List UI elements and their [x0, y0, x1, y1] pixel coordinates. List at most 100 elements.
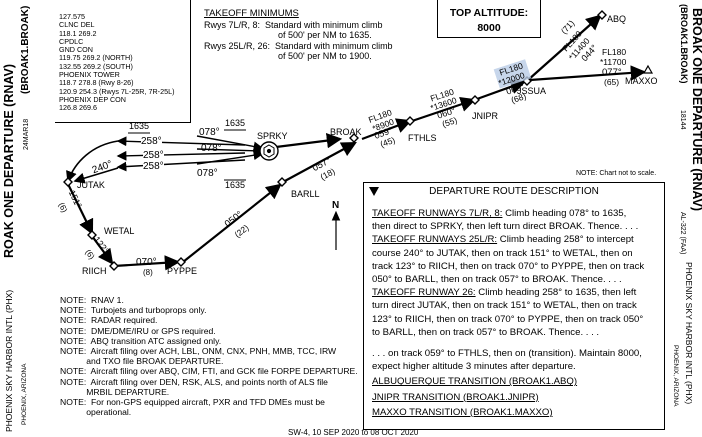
note-line: NOTE: For non-GPS equipped aircraft, PXR… — [60, 397, 325, 408]
takeoff-minimums: TAKEOFF MINIMUMS Rwys 7L/R, 8: Standard … — [204, 8, 393, 62]
runway-7-heading: TAKEOFF RUNWAYS 7L/R, 8: — [372, 208, 503, 219]
description-title: DEPARTURE ROUTE DESCRIPTION — [429, 186, 599, 197]
abq-fix-icon — [597, 10, 607, 20]
course-label: 070° — [136, 257, 157, 268]
note-line: NOTE: RNAV 1. — [60, 295, 124, 305]
highlight-fl12000 — [493, 59, 532, 89]
desc-text: track 123° to RIICH, then on track 070° … — [372, 260, 645, 272]
fix-label-pyppe: PYPPE — [167, 266, 198, 276]
fix-label-riich: RIICH — [82, 266, 107, 276]
distance-label: (8) — [143, 268, 153, 277]
top-altitude-box: TOP ALTITUDE: 8000 — [437, 0, 541, 38]
heading-label: 078° — [197, 168, 218, 179]
freq-line: 126.8 269.6 — [59, 103, 97, 113]
takeoff-minimums-line: of 500' per NM to 1900. — [278, 51, 372, 62]
heading-label: 078° — [201, 143, 222, 154]
freq-line: 127.575 — [59, 12, 85, 21]
desc-text: expect higher altitude 3 minutes after d… — [372, 361, 576, 373]
right-city: PHOENIX, ARIZONA — [672, 345, 679, 407]
jutak-fix-icon — [63, 177, 73, 187]
top-altitude-value: 8000 — [477, 22, 501, 34]
runway-26-heading: TAKEOFF RUNWAY 26: — [372, 287, 476, 299]
freq-line: CLNC DEL — [59, 20, 95, 30]
freq-line: 119.75 269.2 (NORTH) — [59, 53, 133, 63]
altitude-label: FL180 — [602, 47, 627, 57]
transition-abq: ALBUQUERQUE TRANSITION (BROAK1.ABQ) — [372, 376, 578, 388]
note-line: NOTE: RADAR required. — [60, 315, 158, 326]
desc-text: Climb heading 258° to 1635, then left — [475, 287, 637, 299]
frequency-list: 127.575 CLNC DEL 118.1 269.2 CPDLC GND C… — [55, 0, 190, 113]
altitude-label: 1635 — [225, 180, 246, 190]
takeoff-minimums-line: Rwys 25L/R, 26: Standard with minimum cl… — [204, 40, 393, 51]
not-to-scale-note: NOTE: Chart not to scale. — [576, 170, 657, 177]
altitude-label: 1635 — [129, 121, 150, 131]
footer-effective-dates: SW-4, 10 SEP 2020 to 08 OCT 2020 — [288, 428, 419, 437]
note-line: NOTE: ABQ transition ATC assigned only. — [60, 335, 222, 346]
freq-line: PHOENIX TOWER — [59, 70, 120, 80]
desc-text: Climb heading 078° to 1635, — [502, 208, 627, 219]
right-chart-number: 18144 — [679, 110, 686, 130]
desc-text: then direct to SPRKY, then left turn dir… — [372, 221, 639, 233]
sprky-fix-icon — [259, 141, 279, 161]
riich-fix-icon — [109, 261, 119, 271]
desc-text: . . . on track 059° to FTHLS, then on (t… — [372, 348, 642, 360]
note-line: NOTE: Aircraft filing over ACH, LBL, ONM… — [60, 346, 337, 357]
desc-text: Climb heading 258° to intercept — [497, 234, 634, 246]
freq-line: PHOENIX DEP CON — [59, 94, 126, 104]
description-text: TAKEOFF RUNWAYS 7L/R, 8: Climb heading 0… — [372, 207, 644, 419]
freq-line: 132.55 269.2 (SOUTH) — [59, 61, 133, 71]
frequency-box: 127.575 CLNC DEL 118.1 269.2 CPDLC GND C… — [55, 0, 191, 123]
right-title: BROAK ONE DEPARTURE (RNAV) — [690, 8, 702, 212]
freq-line: GND CON — [59, 45, 93, 55]
note-line: NOTE: DME/DME/IRU or GPS required. — [60, 325, 216, 336]
heading-label: 258° — [141, 136, 162, 147]
right-code: (BROAK1.BROAK) — [679, 4, 689, 84]
note-line: NOTE: Turbojets and turboprops only. — [60, 305, 207, 316]
notes-block: NOTE: RNAV 1. NOTE: Turbojets and turbop… — [60, 295, 358, 417]
top-altitude-label: TOP ALTITUDE: — [449, 7, 529, 19]
transition-maxxo: MAXXO TRANSITION (BROAK1.MAXXO) — [372, 406, 553, 418]
fix-label-jssua: JSSUA — [517, 86, 547, 96]
maxxo-fix-icon — [642, 64, 654, 74]
pyppe-fix-icon — [176, 257, 186, 267]
description-triangle-icon — [369, 187, 379, 196]
fix-label-wetal: WETAL — [104, 226, 135, 236]
fix-label-jnipr: JNIPR — [472, 111, 499, 121]
right-faa: AL-322 (FAA) — [679, 212, 686, 255]
note-line: and TXO file BROAK DEPARTURE. — [60, 356, 224, 367]
fix-label-barll: BARLL — [291, 189, 320, 199]
desc-text: turn direct JUTAK, then on track 151° to… — [372, 300, 637, 312]
note-line: operational. — [60, 407, 132, 418]
altitude-label: *11700 — [600, 57, 627, 67]
altitude-label: 1635 — [225, 118, 246, 128]
note-line: MRBIL DEPARTURE. — [60, 386, 170, 397]
distance-label: (65) — [604, 77, 620, 87]
runway-25-heading: TAKEOFF RUNWAYS 25L/R: — [372, 234, 498, 246]
fix-label-sprky: SPRKY — [257, 131, 288, 141]
jnipr-fix-icon — [470, 95, 480, 105]
takeoff-minimums-title: TAKEOFF MINIMUMS — [204, 8, 299, 19]
fix-label-jutak: JUTAK — [77, 180, 105, 190]
right-airport: PHOENIX SKY HARBOR INTL (PHX) — [684, 262, 694, 405]
takeoff-minimums-line: of 500' per NM to 1635. — [278, 30, 372, 41]
takeoff-minimums-line: Rwys 7L/R, 8: Standard with minimum clim… — [204, 19, 383, 30]
freq-line: 120.9 254.3 (Rwys 7L-25R, 7R-25L) — [59, 86, 175, 96]
broak-fix-icon — [349, 133, 359, 143]
north-label: N — [332, 200, 340, 211]
heading-label: 258° — [143, 161, 164, 172]
fix-label-fthls: FTHLS — [408, 133, 437, 143]
desc-text: course 240° to JUTAK, then on track 151°… — [372, 247, 633, 259]
note-line: NOTE: Aircraft filing over DEN, RSK, ALS… — [60, 376, 328, 387]
north-arrow — [331, 210, 341, 250]
desc-text: 123° to RIICH, then on track 070° to PYP… — [372, 313, 644, 325]
freq-line: CPDLC — [59, 36, 84, 46]
barll-fix-icon — [277, 177, 287, 187]
note-line: NOTE: Aircraft filing over ABQ, CIM, FTI… — [60, 366, 358, 377]
fix-label-abq: ABQ — [607, 14, 627, 24]
fix-label-maxxo: MAXXO — [625, 76, 658, 86]
heading-label: 078° — [199, 127, 220, 138]
freq-line: 118.7 278.8 (Rwy 8-26) — [59, 78, 134, 88]
route-lines — [66, 14, 647, 271]
fix-label-broak: BROAK — [330, 127, 362, 137]
